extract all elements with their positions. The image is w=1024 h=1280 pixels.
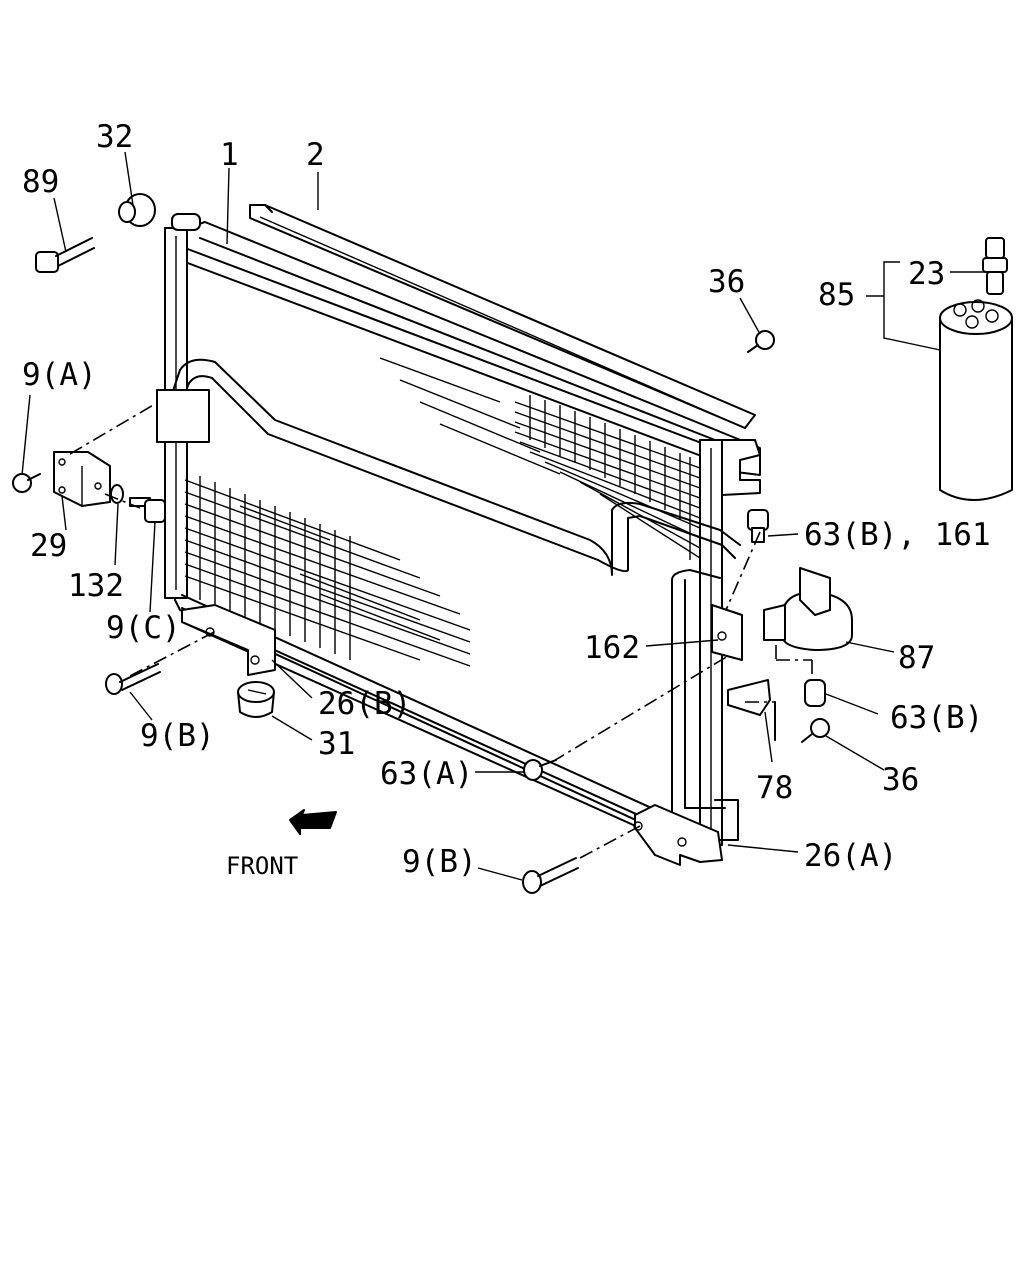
receiver-drier-part-85 [939, 299, 1013, 501]
o-ring-part-132 [110, 484, 124, 504]
callout-89: 89 [22, 164, 59, 200]
clamp-part-87 [763, 567, 853, 651]
callout-63b: 63(B) [890, 700, 983, 736]
screw-part-36-upper [747, 330, 775, 353]
callout-2: 2 [306, 137, 325, 173]
callout-36-upper: 36 [708, 264, 745, 300]
core-highlights [239, 357, 561, 641]
callout-63b-161: 63(B), 161 [804, 517, 991, 553]
callout-9b-upper: 9(B) [140, 718, 215, 754]
callout-31: 31 [318, 726, 355, 762]
screw-part-36-lower [801, 718, 830, 743]
assembly-lines [69, 403, 813, 859]
bolt-part-9c [129, 497, 166, 523]
callout-87: 87 [898, 640, 935, 676]
bracket-part-78 [727, 679, 771, 716]
callout-36-lower: 36 [882, 762, 919, 798]
leader-lines [21, 151, 985, 881]
callout-9b-lower: 9(B) [402, 844, 477, 880]
seal-strip-part-2 [249, 204, 756, 429]
callout-63a: 63(A) [380, 756, 473, 792]
callout-26a: 26(A) [804, 838, 897, 874]
block-part-29 [53, 451, 111, 507]
bracket-part-26a [633, 804, 723, 866]
callout-162: 162 [584, 630, 640, 666]
screw-part-9b-upper [105, 663, 161, 695]
callout-9c: 9(C) [106, 610, 181, 646]
callout-32: 32 [96, 119, 133, 155]
callout-132: 132 [68, 568, 124, 604]
callout-85: 85 [818, 277, 855, 313]
front-arrow-icon [289, 809, 337, 835]
screw-part-9b-lower [522, 857, 579, 894]
bolt-part-89 [35, 237, 95, 273]
core-fins-lower [184, 476, 471, 667]
callout-9a: 9(A) [22, 357, 97, 393]
bracket-part-26b [181, 604, 276, 676]
grommet-part-32 [118, 193, 156, 227]
cap-part-31 [237, 681, 275, 718]
bracket-part-162 [711, 604, 743, 661]
callout-26b: 26(B) [318, 686, 411, 722]
callout-labels: 1 2 32 89 36 85 23 9(A) 29 132 9(C) 63(B… [22, 119, 991, 880]
fitting-part-23 [982, 237, 1008, 295]
callout-23: 23 [908, 256, 945, 292]
callout-29: 29 [30, 528, 67, 564]
pipe-block-fitting [156, 389, 210, 443]
bolt-part-63b [804, 679, 826, 707]
callout-78: 78 [756, 770, 793, 806]
front-label: FRONT [226, 852, 298, 880]
callout-1: 1 [220, 137, 239, 173]
core-fins-upper [514, 395, 701, 560]
screw-part-9a [12, 473, 41, 493]
